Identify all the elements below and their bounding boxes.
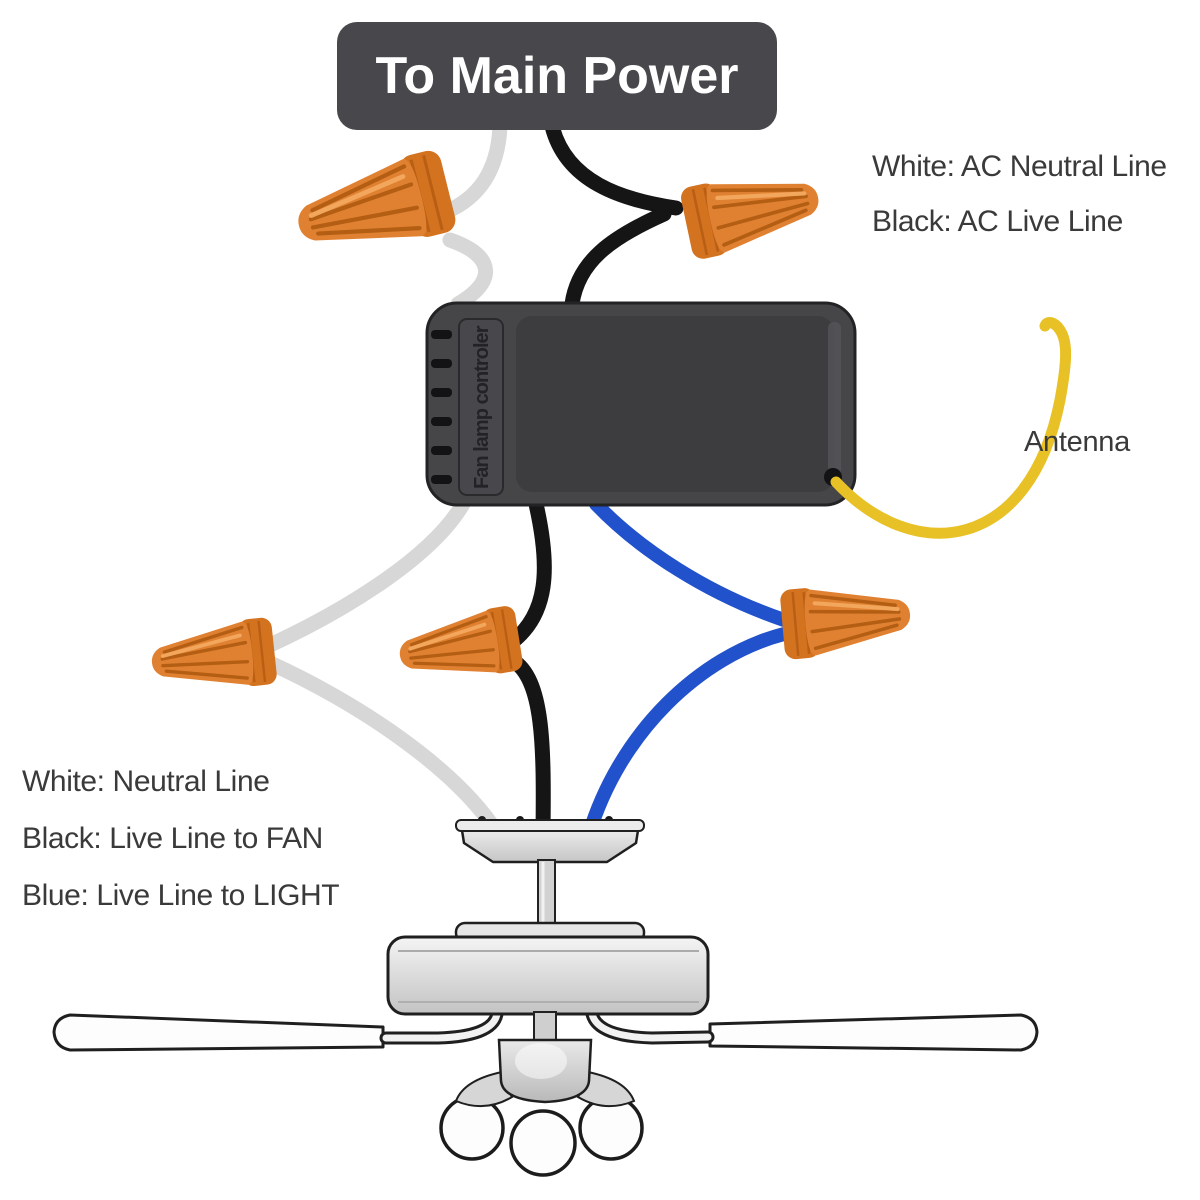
fan-blade-left	[52, 1013, 385, 1052]
antenna-wire	[830, 317, 1072, 539]
fan-live-line-label: Black: Live Line to FAN	[22, 822, 323, 855]
main-power-label: To Main Power	[375, 47, 739, 105]
neutral-wire-from-controller	[260, 496, 471, 654]
canopy	[455, 816, 645, 864]
live-wire-to-controller	[564, 206, 672, 312]
fan-live-wire-from-controller	[500, 496, 552, 653]
live-wire-from-power	[544, 118, 684, 216]
neutral-line-label: White: Neutral Line	[22, 765, 270, 798]
wire-nut-neutral-bottom	[146, 614, 280, 699]
wire-nut-neutral-top	[289, 148, 458, 267]
controller-box: Fan lamp controler	[425, 301, 857, 507]
wire-nut-live-top	[679, 161, 826, 261]
light-live-line-label: Blue: Live Line to LIGHT	[22, 879, 340, 912]
fan-live-wire	[504, 652, 551, 842]
antenna-label: Antenna	[1024, 426, 1130, 458]
output-line-legend: White: Neutral Line Black: Live Line to …	[22, 753, 340, 924]
wire-nut-light	[777, 577, 916, 663]
fan-blade-right	[708, 1013, 1039, 1052]
controller-label: Fan lamp controler	[471, 325, 493, 489]
neutral-wire-from-power	[438, 118, 508, 220]
controller-vents	[431, 330, 452, 484]
neutral-wire-to-controller	[442, 232, 493, 312]
ac-line-legend: White: AC Neutral Line Black: AC Live Li…	[872, 139, 1167, 249]
blade-arm-left	[379, 1007, 504, 1045]
light-bulb	[509, 1109, 577, 1177]
light-wire-from-controller	[589, 497, 791, 627]
fan-neutral-wire	[262, 655, 506, 842]
motor-housing	[386, 921, 710, 1016]
ac-live-label: Black: AC Live Line	[872, 205, 1123, 238]
ceiling-fan	[52, 816, 1039, 1177]
downrod	[537, 859, 556, 929]
light-wire-to-fan	[582, 627, 791, 841]
main-power-banner: To Main Power	[337, 22, 777, 130]
ac-neutral-label: White: AC Neutral Line	[872, 150, 1167, 183]
blade-arm-right	[585, 1007, 715, 1045]
wire-nut-fan-live	[392, 602, 526, 691]
light-kit	[439, 1011, 644, 1177]
